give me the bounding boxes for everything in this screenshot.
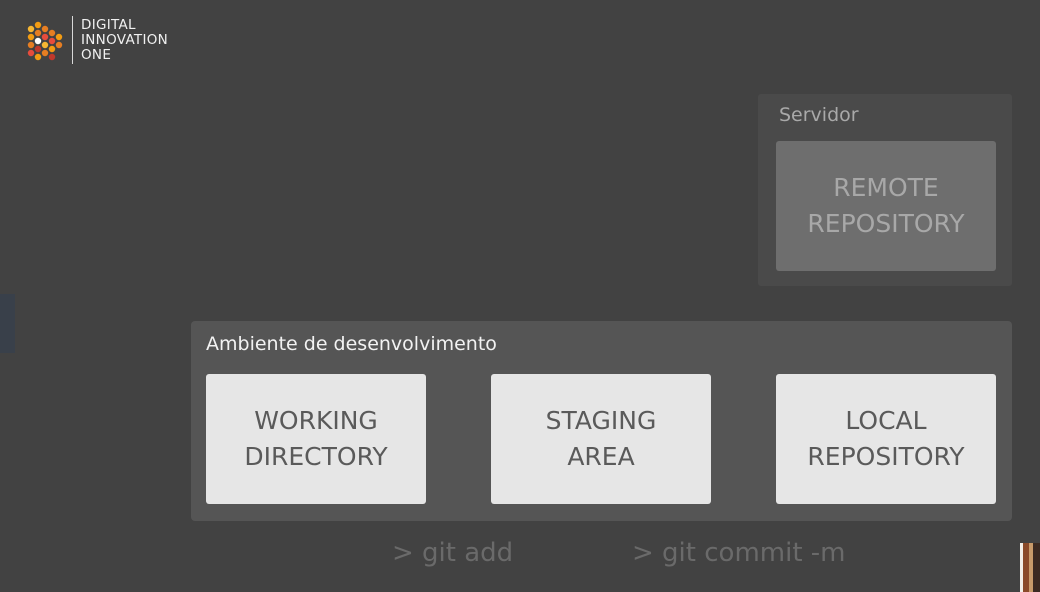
left-edge-tab bbox=[0, 294, 15, 353]
logo-divider bbox=[72, 16, 73, 64]
server-label: Servidor bbox=[779, 104, 859, 126]
git-commit-command: > git commit -m bbox=[632, 538, 846, 568]
remote-repository-box: REMOTE REPOSITORY bbox=[776, 141, 996, 271]
logo-line-digital: DIGITAL bbox=[81, 16, 136, 33]
local-repository-box: LOCAL REPOSITORY bbox=[776, 374, 996, 504]
logo-hexagon-icon bbox=[27, 21, 63, 61]
development-environment-label: Ambiente de desenvolvimento bbox=[206, 333, 497, 355]
logo-wordmark: DIGITAL INNOVATION ONE bbox=[81, 16, 169, 63]
logo-line-one: ONE bbox=[81, 46, 112, 63]
staging-area-box: STAGING AREA bbox=[491, 374, 711, 504]
server-panel: Servidor REMOTE REPOSITORY bbox=[758, 94, 1012, 286]
working-directory-box: WORKING DIRECTORY bbox=[206, 374, 426, 504]
development-environment-panel: Ambiente de desenvolvimento WORKING DIRE… bbox=[191, 321, 1012, 521]
logo-line-innovation: INNOVATION bbox=[81, 31, 169, 48]
dio-logo: DIGITAL INNOVATION ONE bbox=[26, 16, 168, 64]
git-add-command: > git add bbox=[392, 538, 514, 568]
corner-photo-fragment bbox=[1020, 543, 1040, 592]
